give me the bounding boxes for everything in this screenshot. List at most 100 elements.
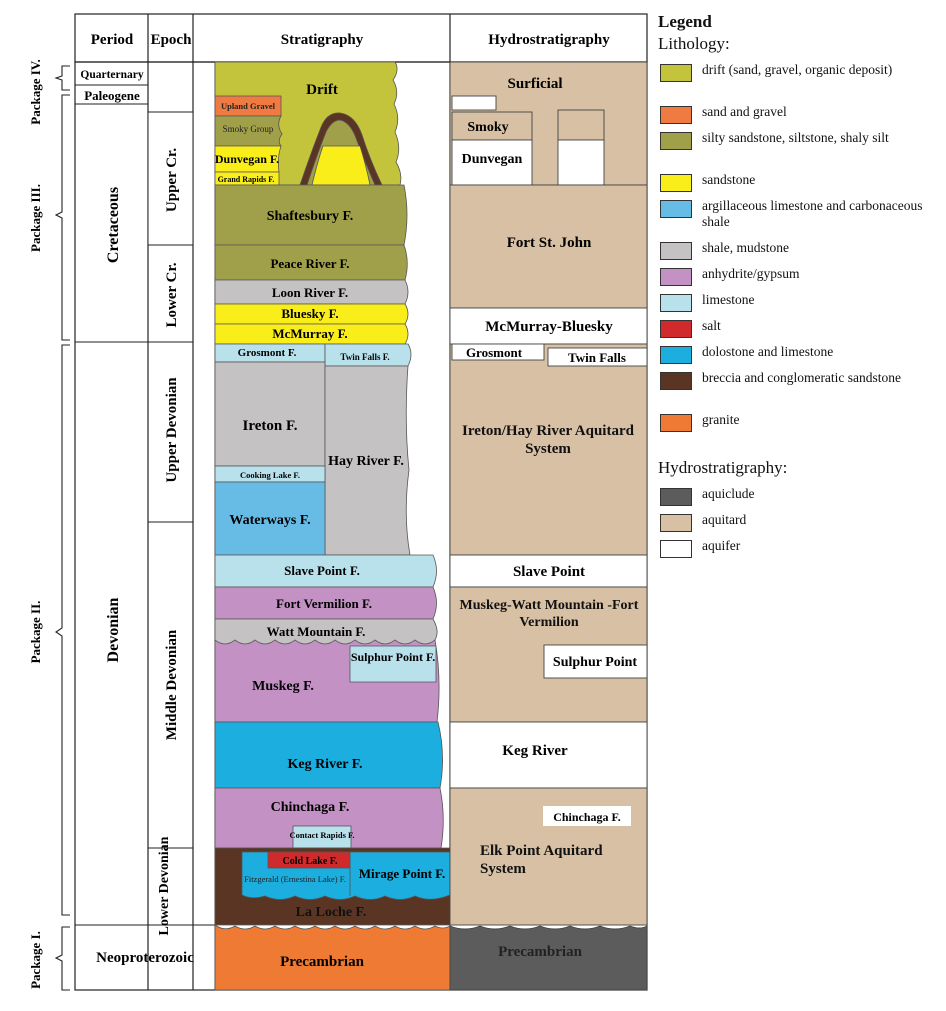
label-la-loche: La Loche F.: [296, 905, 367, 920]
label-precambrian: Precambrian: [280, 954, 365, 970]
label-grosmont: Grosmont F.: [238, 347, 297, 359]
lith-label: argillaceous limestone and carbonaceous …: [702, 198, 923, 229]
lith-label: sandstone: [702, 172, 756, 187]
package-i: Package I.: [28, 931, 43, 989]
label-hay-river: Hay River F.: [328, 454, 404, 469]
header-hydrostratigraphy: Hydrostratigraphy: [488, 32, 610, 48]
label-drift: Drift: [306, 82, 338, 98]
hydro-item: aquitard: [658, 512, 946, 536]
period-paleogene: Paleogene: [84, 88, 140, 103]
hydro-mcmurray-bluesky: [449, 307, 648, 345]
formation-hay-river: [324, 365, 411, 556]
lith-item: argillaceous limestone and carbonaceous …: [658, 198, 946, 238]
lith-item: limestone: [658, 292, 946, 316]
hydro-label-smoky: Smoky: [467, 120, 508, 135]
lith-swatch: [660, 372, 692, 390]
lith-label: granite: [702, 412, 740, 427]
lith-swatch: [660, 64, 692, 82]
formation-keg-river: [214, 721, 443, 789]
label-loon-river: Loon River F.: [272, 285, 348, 300]
hydro-label-muskeg-watt: Muskeg-Watt Mountain -Fort Vermilion: [459, 598, 639, 630]
hydro-label-twin-falls: Twin Falls: [568, 350, 626, 365]
hydro-grosmont: [451, 343, 545, 361]
hydro-fort-st-john: [449, 184, 648, 309]
hydro-label-mcmurray-bluesky: McMurray-Bluesky: [485, 319, 613, 335]
hydro-label-grosmont: Grosmont: [466, 345, 523, 360]
lith-item: breccia and conglomeratic sandstone: [658, 370, 946, 410]
label-sulphur-point: Sulphur Point F.: [351, 650, 435, 664]
lith-swatch: [660, 174, 692, 192]
lith-label: dolostone and limestone: [702, 344, 834, 359]
package-iv: Package IV.: [28, 59, 43, 124]
epoch-lower-cretaceous: Lower Cr.: [164, 262, 180, 327]
legend-lithology-list: drift (sand, gravel, organic deposit) san…: [658, 62, 946, 436]
lith-item: salt: [658, 318, 946, 342]
lith-swatch: [660, 294, 692, 312]
hydro-label-elk-point-wrap: Elk Point Aquitard System: [480, 843, 603, 877]
label-bluesky: Bluesky F.: [281, 306, 338, 321]
legend-hydro-list: aquiclude aquitard aquifer: [658, 486, 946, 562]
hydro-label-surficial: Surficial: [508, 76, 563, 92]
lith-swatch: [660, 268, 692, 286]
lith-label: sand and gravel: [702, 104, 787, 119]
formation-sulphur-point: [349, 645, 437, 683]
lith-label: anhydrite/gypsum: [702, 266, 800, 281]
header-period: Period: [91, 32, 134, 48]
hydro-smoky-right: [557, 109, 605, 141]
label-waterways: Waterways F.: [229, 513, 310, 528]
lith-swatch: [660, 200, 692, 218]
label-twin-falls: Twin Falls F.: [340, 352, 389, 362]
label-fitzgerald: Fitzgerald (Ernestina Lake) F.: [244, 874, 346, 884]
lith-item: silty sandstone, siltstone, shaly silt: [658, 130, 946, 170]
hydro-label-precambrian: Precambrian: [498, 944, 583, 960]
period-devonian: Devonian: [105, 597, 122, 662]
hydro-label-ireton-hay-wrap: Ireton/Hay River Aquitard System: [462, 423, 634, 457]
lith-item: anhydrite/gypsum: [658, 266, 946, 290]
lith-item: granite: [658, 412, 946, 436]
hydro-item: aquifer: [658, 538, 946, 562]
header-row: [74, 13, 648, 63]
label-peace-river: Peace River F.: [270, 256, 349, 271]
hydro-label-muskeg-watt-wrap: Muskeg-Watt Mountain -Fort Vermilion: [459, 598, 639, 630]
label-chinchaga: Chinchaga F.: [271, 800, 350, 815]
hydro-swatch: [660, 488, 692, 506]
hydro-dunvegan-right: [557, 139, 605, 186]
hydro-item: aquiclude: [658, 486, 946, 510]
label-smoky-group: Smoky Group: [223, 124, 274, 134]
period-quarternary: Quarternary: [80, 69, 143, 81]
hydro-label-elk-point: Elk Point Aquitard System: [480, 843, 603, 877]
hydro-sulphur-point: [543, 644, 648, 679]
epoch-upper-devonian: Upper Devonian: [164, 377, 180, 483]
label-cold-lake: Cold Lake F.: [283, 856, 338, 867]
epoch-upper-cretaceous: Upper Cr.: [164, 148, 180, 212]
hydro-label-fort-st-john: Fort St. John: [507, 235, 592, 251]
label-cooking-lake: Cooking Lake F.: [240, 470, 300, 480]
hydro-ireton-hay: [449, 343, 648, 556]
hydro-label-chinchaga: Chinchaga F.: [553, 810, 621, 824]
lith-label: silty sandstone, siltstone, shaly silt: [702, 130, 889, 145]
label-mcmurray: McMurray F.: [272, 326, 347, 341]
lith-swatch: [660, 106, 692, 124]
package-iii: Package III.: [28, 184, 43, 252]
hydro-label-dunvegan: Dunvegan: [462, 152, 523, 167]
label-fort-vermilion: Fort Vermilion F.: [276, 596, 372, 611]
package-brackets: [54, 65, 70, 991]
formation-waterways: [214, 481, 326, 556]
lith-item: drift (sand, gravel, organic deposit): [658, 62, 946, 102]
hydro-chinchaga: [543, 806, 631, 826]
label-muskeg: Muskeg F.: [252, 679, 314, 694]
lith-item: shale, mudstone: [658, 240, 946, 264]
hydro-label: aquitard: [702, 512, 747, 527]
package-ii: Package II.: [28, 601, 43, 664]
label-slave-point: Slave Point F.: [284, 563, 360, 578]
lith-label: shale, mudstone: [702, 240, 789, 255]
hydro-twin-falls: [547, 347, 648, 367]
stratigraphic-column-diagram: Period Epoch Stratigraphy Hydrostratigra…: [28, 13, 648, 991]
hydro-label-slave-point: Slave Point: [513, 564, 585, 580]
hydro-label-ireton-hay: Ireton/Hay River Aquitard System: [462, 423, 634, 457]
epoch-lower-devonian-a: Lower Devonian: [157, 836, 172, 935]
lith-swatch: [660, 242, 692, 260]
legend-lithology-title: Lithology:: [658, 34, 730, 53]
hydro-label-sulphur-point: Sulphur Point: [553, 655, 638, 670]
epoch-middle-devonian: Middle Devonian: [164, 629, 180, 740]
